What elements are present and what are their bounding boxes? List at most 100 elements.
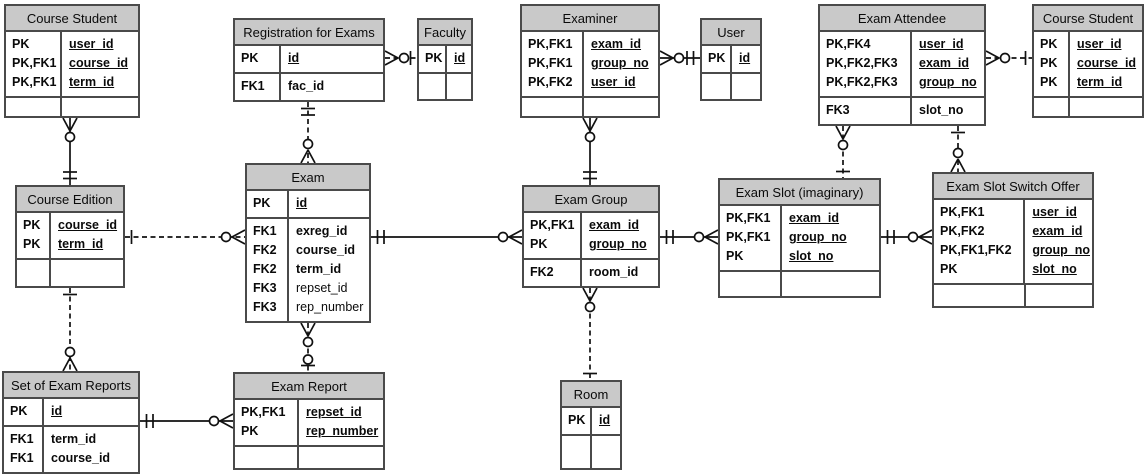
field-column	[445, 74, 471, 99]
field-name: user_id	[591, 75, 636, 89]
key-column: PK	[702, 46, 730, 72]
empty-section	[419, 72, 471, 99]
relationship-registration-faculty	[384, 50, 417, 66]
field-column: id	[590, 408, 620, 434]
key-label: PK	[530, 237, 548, 251]
key-label: PK	[425, 51, 443, 65]
field-column: slot_no	[910, 98, 984, 124]
field-name: exam_id	[919, 56, 970, 70]
field-name: course_id	[58, 218, 118, 232]
field-name: group_no	[591, 56, 649, 70]
field-column	[590, 436, 620, 468]
field-column	[730, 74, 760, 99]
key-column: PK PK	[17, 213, 49, 258]
field-name: slot_no	[789, 249, 834, 263]
relationship-exam-attendee-switch-offer	[950, 126, 966, 173]
key-label: FK2	[253, 262, 277, 276]
field-name: course_id	[296, 243, 356, 257]
field-column	[297, 447, 383, 468]
table-title: Exam Slot Switch Offer	[934, 174, 1092, 200]
relationship-exam-exam-report	[300, 322, 316, 372]
empty-section	[17, 258, 123, 286]
key-label: PK	[241, 51, 259, 65]
field-name: slot_no	[919, 103, 964, 117]
table-title: Set of Exam Reports	[4, 373, 138, 399]
key-label: PK	[568, 413, 586, 427]
key-label: PK	[23, 218, 41, 232]
field-name: user_id	[69, 37, 114, 51]
key-label: PK,FK2	[940, 224, 985, 238]
key-label: FK1	[253, 224, 277, 238]
relationship-examiner-user	[659, 50, 700, 66]
relationship-exam-exam-group	[371, 229, 523, 245]
key-column: PK	[235, 46, 279, 72]
key-label: PK	[708, 51, 726, 65]
relationship-registration-exam	[300, 102, 316, 164]
field-name: room_id	[589, 265, 639, 279]
field-name: term_id	[58, 237, 104, 251]
field-name: rep_number	[296, 300, 364, 314]
fields-section: PK id	[235, 46, 383, 72]
table-title: Exam Attendee	[820, 6, 984, 32]
key-column	[235, 447, 297, 468]
field-name: rep_number	[306, 424, 379, 438]
field-name: group_no	[919, 75, 977, 89]
key-column	[419, 74, 445, 99]
field-name: exam_id	[589, 218, 640, 232]
relationship-course-edition-exam-reports	[62, 288, 78, 372]
key-label: PK	[1040, 75, 1058, 89]
key-label: PK	[1040, 56, 1058, 70]
key-column	[720, 272, 780, 296]
empty-section	[702, 72, 760, 99]
key-column: FK2	[524, 260, 580, 286]
table-title: Registration for Exams	[235, 20, 383, 46]
field-column: course_id term_id	[49, 213, 123, 258]
field-name: term_id	[1077, 75, 1123, 89]
key-label: PK	[23, 237, 41, 251]
key-column	[6, 98, 60, 116]
field-name: id	[51, 404, 63, 418]
key-column	[522, 98, 582, 116]
field-name: exreg_id	[296, 224, 348, 238]
table-title: Course Student	[6, 6, 138, 32]
field-column: id	[279, 46, 383, 72]
empty-section	[235, 445, 383, 468]
field-column: id	[445, 46, 471, 72]
field-column	[1068, 98, 1142, 116]
key-column	[702, 74, 730, 99]
key-label: PK,FK1,FK2	[940, 243, 1012, 257]
field-column: id	[287, 191, 369, 217]
